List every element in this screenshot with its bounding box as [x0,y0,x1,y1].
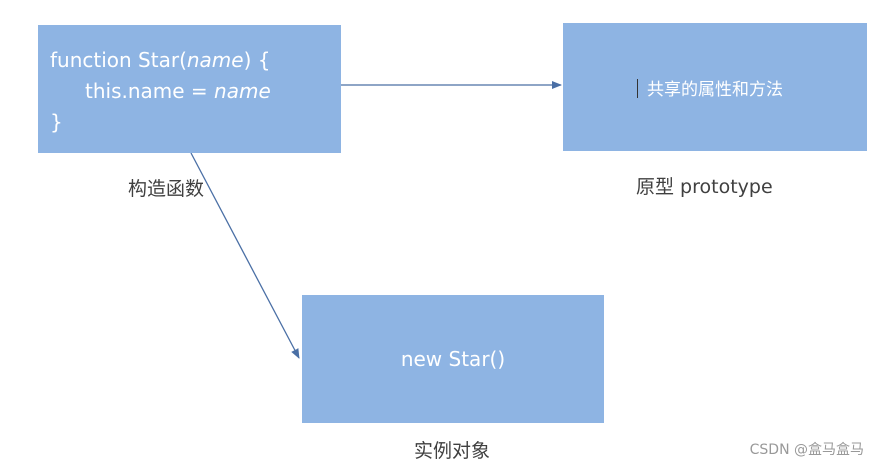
watermark: CSDN @盒马盒马 [749,442,864,458]
instance-box: new Star() [302,295,604,423]
instance-caption: 实例对象 [414,440,491,462]
code-this-name: this.name = [85,79,215,103]
constructor-code-line-1: function Star(name) { [50,45,341,76]
code-param-name: name [186,48,244,72]
constructor-code-line-3: } [50,110,63,134]
text-cursor [637,79,638,98]
code-open-brace: ) { [243,48,271,72]
code-function-keyword: function Star( [50,48,187,72]
prototype-label: 共享的属性和方法 [647,79,783,100]
arrow-constructor-to-instance [190,152,300,359]
prototype-caption: 原型 prototype [636,176,773,198]
instance-label: new Star() [400,347,506,371]
code-name-value: name [214,79,271,103]
constructor-box: function Star(name) { this.name = name } [38,25,341,153]
constructor-code-line-2: this.name = name [50,76,341,107]
constructor-caption: 构造函数 [128,178,205,200]
prototype-box: 共享的属性和方法 [563,23,867,151]
